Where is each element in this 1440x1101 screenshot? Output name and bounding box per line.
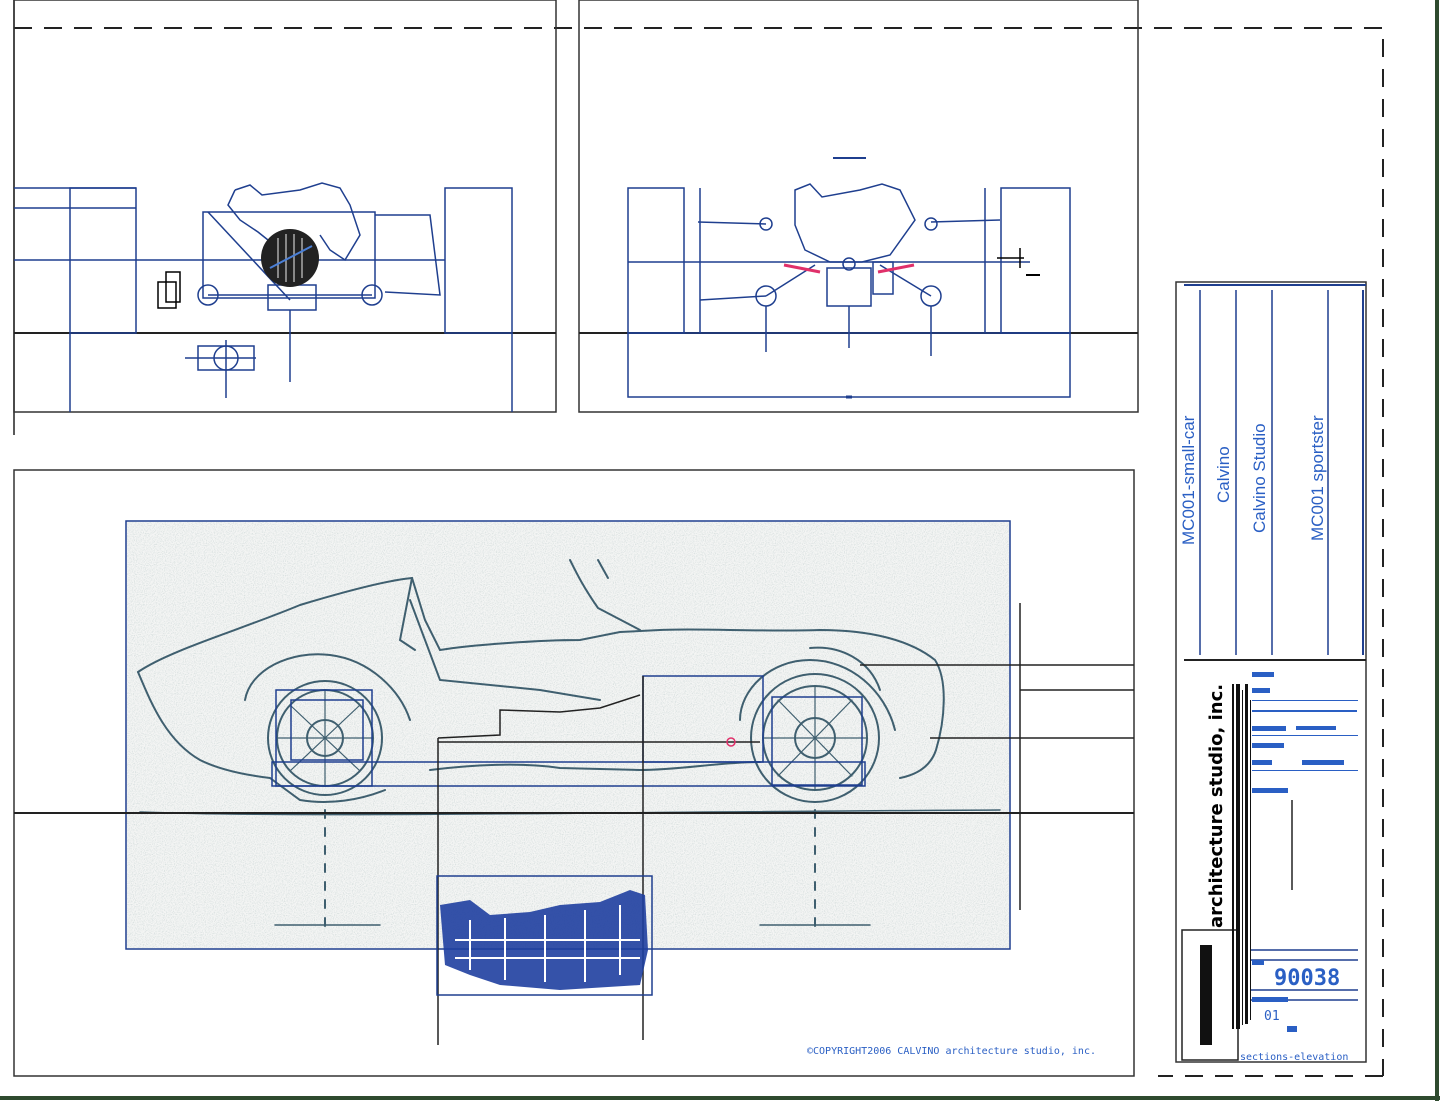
sheet-number: 90038 (1274, 966, 1340, 991)
flywheel-hatching (269, 234, 313, 282)
client-name-text: Calvino (1214, 446, 1233, 503)
front-section-view (13, 0, 557, 413)
sheet-title: sections-elevation (1240, 1052, 1348, 1063)
project-code-text: MC001-small-car (1179, 415, 1198, 545)
title-block-fields (1252, 672, 1358, 1032)
rear-pivot-highlight (783, 263, 915, 274)
car-sketch (137, 559, 1001, 931)
elevation-construction-lines (14, 603, 1134, 1045)
firm-name-text: architecture studio, inc. (1206, 684, 1227, 928)
copyright-notice: ©COPYRIGHT2006 CALVINO architecture stud… (807, 1046, 1096, 1057)
title-block (1175, 281, 1367, 1063)
gearbox-drawing (436, 875, 653, 996)
revision-number: 01 (1264, 1009, 1280, 1024)
project-name-text: MC001 sportster (1308, 415, 1327, 541)
firm-barcode (1232, 684, 1251, 1029)
studio-name-text: Calvino Studio (1250, 423, 1269, 533)
rear-section-view (578, 0, 1139, 413)
